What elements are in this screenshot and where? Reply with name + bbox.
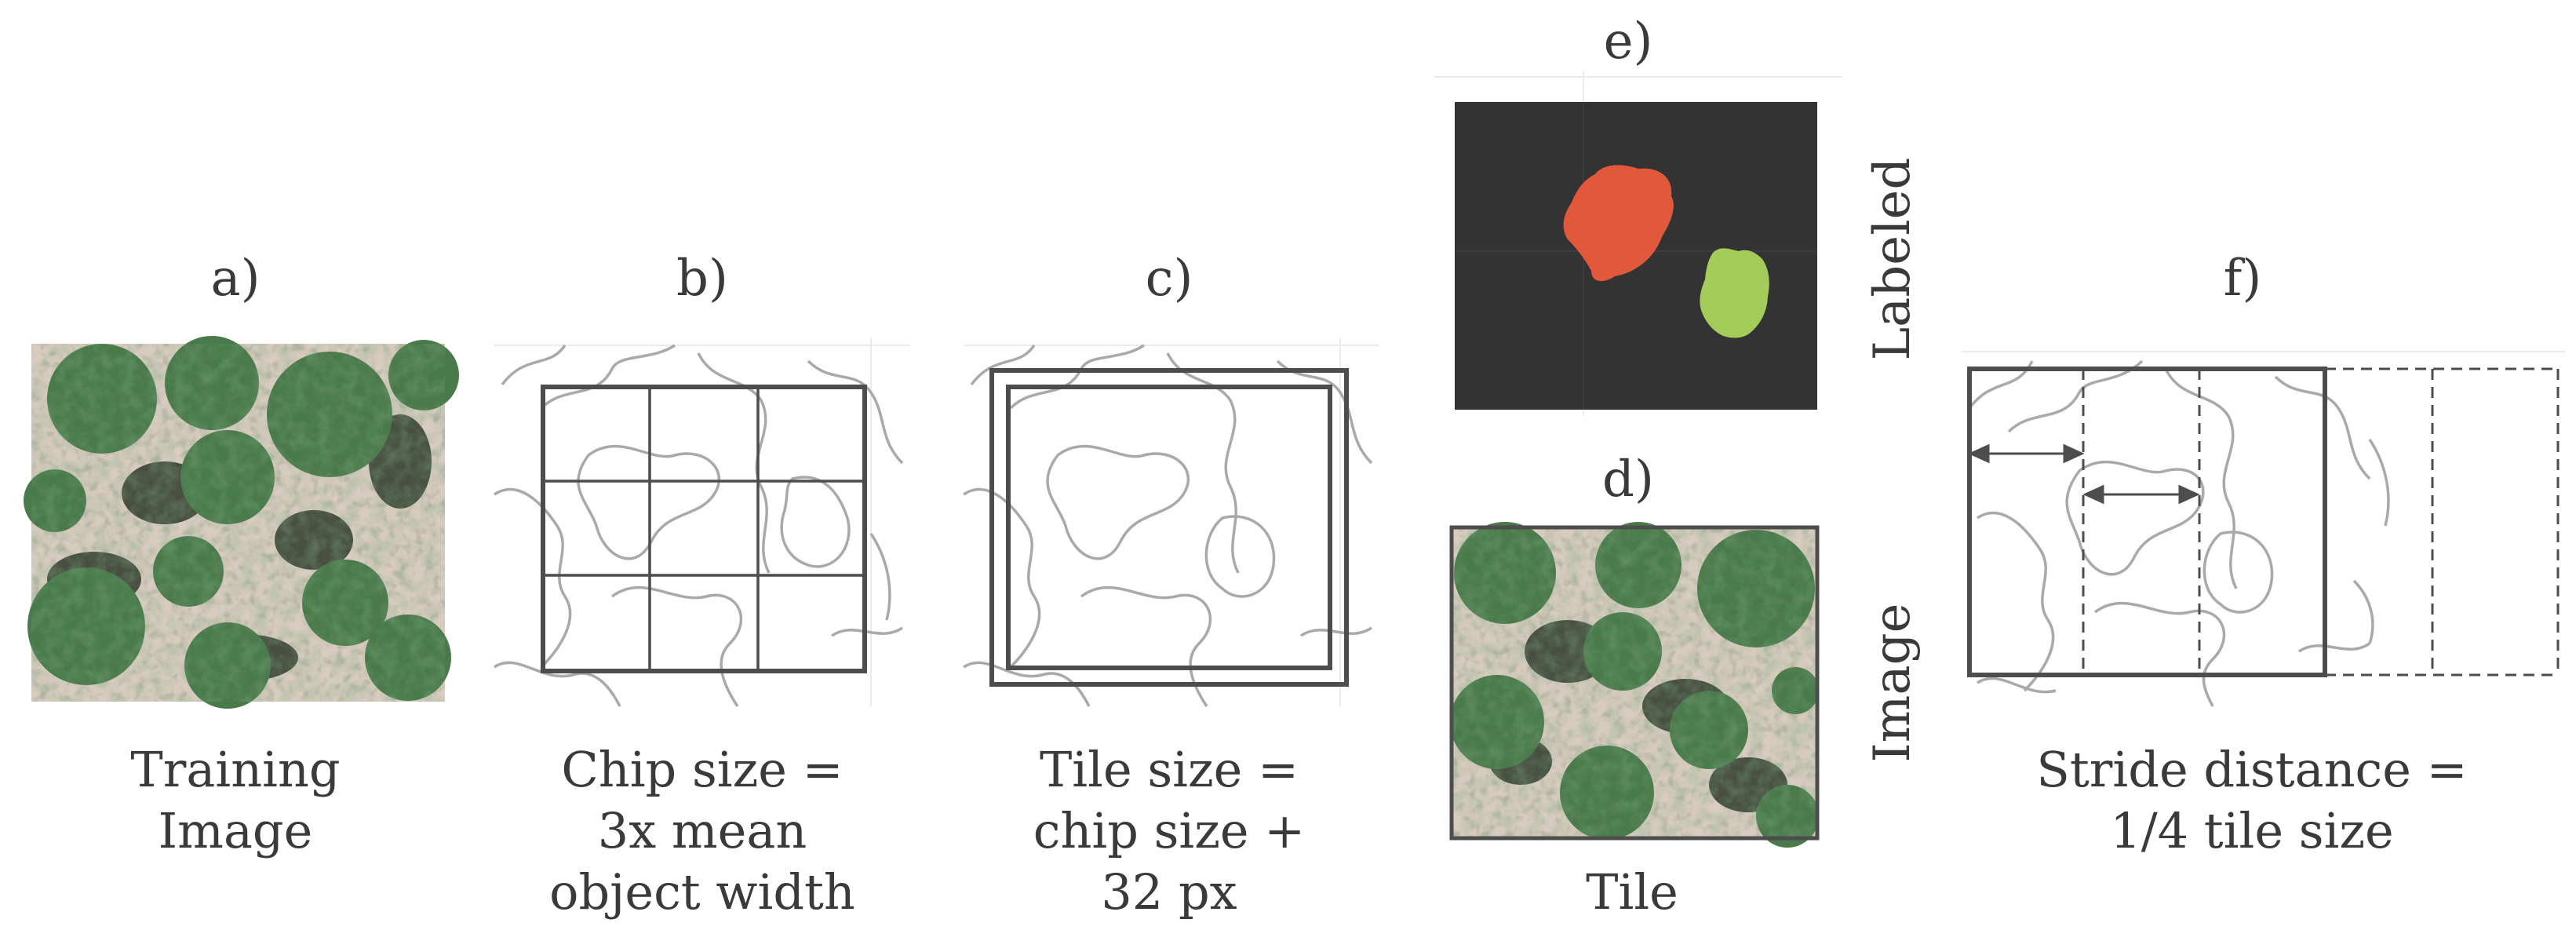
training-image [24, 336, 459, 709]
panel-c-letter: c) [1145, 250, 1193, 308]
panel-b-caption-2: 3x mean [597, 802, 807, 859]
image-side-label: Image [1864, 603, 1922, 763]
panel-f-caption-2: 1/4 tile size [2110, 802, 2394, 859]
stride-diagram [1962, 351, 2566, 707]
panel-c-caption-1: Tile size = [1039, 741, 1299, 798]
panel-b-letter: b) [676, 250, 728, 308]
panel-c-caption-3: 32 px [1101, 863, 1237, 921]
labeled-side-label: Labeled [1864, 157, 1922, 361]
chip-grid-diagram [494, 337, 910, 707]
panel-d-caption: Tile [1586, 863, 1678, 921]
panel-c-caption-2: chip size + [1033, 802, 1306, 859]
panel-b-caption-1: Chip size = [561, 741, 843, 798]
labeled-tile [1434, 71, 1842, 416]
red-object-mask [1563, 165, 1674, 282]
tree-contours [1968, 359, 2390, 707]
panel-a-caption-1: Training [130, 741, 341, 798]
panel-a-letter: a) [210, 250, 261, 308]
panel-b-caption-3: object width [549, 863, 855, 921]
panel-d-letter: d) [1602, 450, 1654, 509]
green-object-mask [1700, 248, 1769, 338]
panel-f-caption-1: Stride distance = [2036, 741, 2468, 798]
panel-f-letter: f) [2223, 250, 2262, 308]
tile-diagram [963, 337, 1379, 707]
stride-arrows [1968, 443, 2200, 505]
panel-e-letter: e) [1603, 13, 1653, 71]
image-tile [1449, 522, 1820, 848]
tree-contours [963, 344, 1373, 707]
tree-contours [494, 344, 904, 707]
panel-a-caption-2: Image [158, 802, 313, 859]
